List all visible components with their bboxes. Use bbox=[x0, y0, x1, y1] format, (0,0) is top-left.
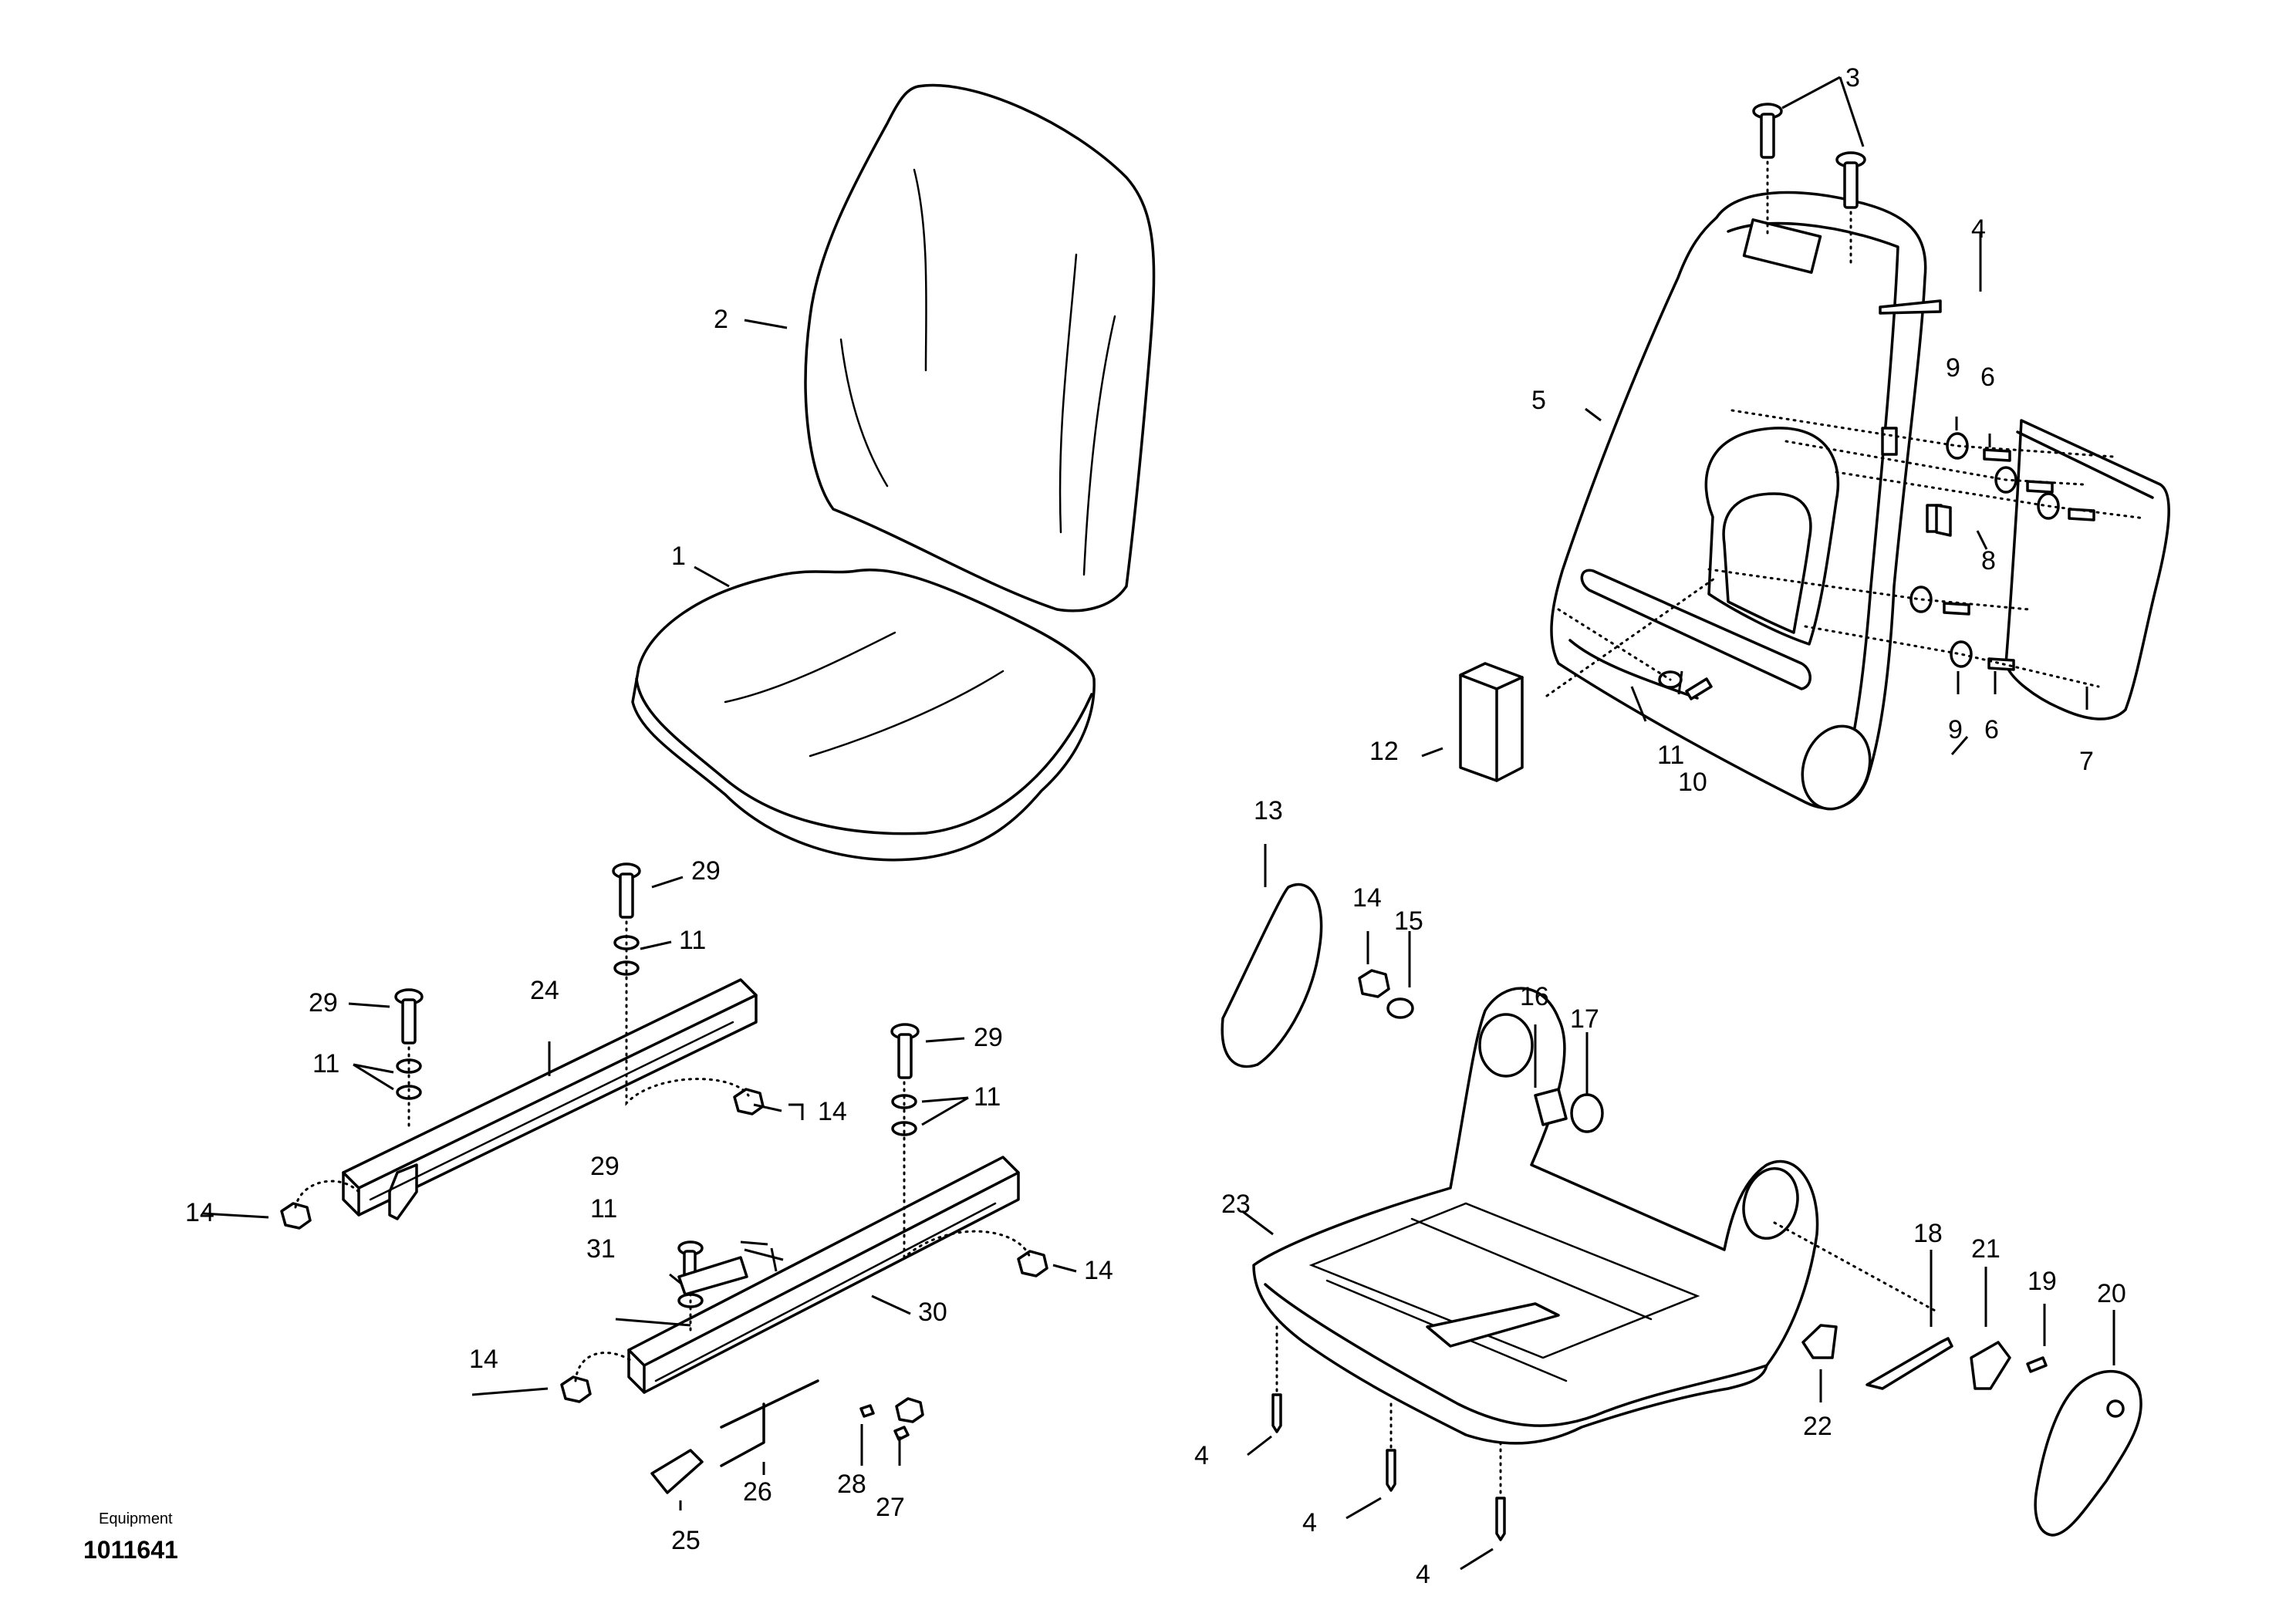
drawing-caption: Equipment 1011641 bbox=[83, 1510, 178, 1564]
callout-25: 25 bbox=[671, 1526, 701, 1555]
caption-category: Equipment bbox=[99, 1510, 173, 1527]
callout-1: 1 bbox=[671, 542, 686, 571]
callout-22: 22 bbox=[1803, 1412, 1832, 1441]
callout-19: 19 bbox=[2028, 1267, 2057, 1296]
callout-30: 30 bbox=[918, 1298, 947, 1327]
slide-rail-upper bbox=[342, 978, 758, 1220]
callout-29: 29 bbox=[590, 1152, 620, 1181]
callout-6: 6 bbox=[1980, 363, 1995, 392]
slide-rail-lower bbox=[627, 1156, 1020, 1394]
seat-frame bbox=[1252, 987, 1819, 1445]
callout-labels: 1 2 3 4 5 6 9 8 7 9 6 11 10 12 13 14 15 … bbox=[185, 63, 2126, 1589]
callout-4: 4 bbox=[1416, 1560, 1430, 1589]
callout-9: 9 bbox=[1946, 353, 1960, 383]
callout-15: 15 bbox=[1394, 906, 1423, 936]
callout-28: 28 bbox=[837, 1470, 866, 1499]
callout-4: 4 bbox=[1194, 1441, 1209, 1470]
backrest-frame bbox=[1550, 191, 1943, 811]
callout-14: 14 bbox=[185, 1198, 214, 1227]
side-cover-right bbox=[2034, 1369, 2142, 1537]
callout-14: 14 bbox=[1084, 1256, 1113, 1285]
callout-29: 29 bbox=[974, 1023, 1003, 1052]
callout-7: 7 bbox=[2079, 747, 2094, 776]
callout-14: 14 bbox=[469, 1345, 498, 1374]
callout-31: 31 bbox=[586, 1234, 616, 1264]
callout-14: 14 bbox=[1352, 883, 1382, 913]
callout-9: 9 bbox=[1948, 715, 1963, 744]
callout-5: 5 bbox=[1531, 386, 1546, 415]
callout-6: 6 bbox=[1984, 715, 1999, 744]
callout-10: 10 bbox=[1678, 768, 1707, 797]
callout-29: 29 bbox=[309, 988, 338, 1018]
callout-4: 4 bbox=[1302, 1508, 1317, 1537]
backrest-cushion bbox=[804, 83, 1156, 613]
side-panel bbox=[2004, 419, 2170, 721]
callout-24: 24 bbox=[530, 976, 559, 1005]
side-cover-left bbox=[1221, 883, 1323, 1068]
foam-block bbox=[1459, 662, 1524, 782]
callout-21: 21 bbox=[1971, 1234, 2001, 1264]
bolt bbox=[394, 862, 920, 1287]
callout-20: 20 bbox=[2097, 1279, 2126, 1308]
leader-lines bbox=[201, 76, 2115, 1571]
callout-29: 29 bbox=[691, 856, 721, 886]
callout-17: 17 bbox=[1570, 1004, 1599, 1034]
callout-14: 14 bbox=[818, 1097, 847, 1126]
callout-11: 11 bbox=[974, 1082, 1001, 1112]
callout-11: 11 bbox=[312, 1049, 339, 1078]
nut bbox=[280, 969, 1390, 1423]
callout-18: 18 bbox=[1913, 1219, 1943, 1248]
callout-3: 3 bbox=[1845, 63, 1860, 93]
callout-26: 26 bbox=[743, 1477, 772, 1507]
callout-11: 11 bbox=[590, 1194, 617, 1223]
callout-13: 13 bbox=[1254, 796, 1283, 825]
assembly-lines bbox=[294, 160, 2146, 1498]
callout-27: 27 bbox=[876, 1493, 905, 1522]
screw bbox=[1271, 299, 1942, 1541]
callout-11: 11 bbox=[679, 926, 706, 955]
callout-2: 2 bbox=[714, 305, 728, 334]
callout-16: 16 bbox=[1520, 982, 1549, 1011]
callout-4: 4 bbox=[1971, 214, 1986, 244]
callout-11: 11 bbox=[1657, 741, 1684, 770]
callout-23: 23 bbox=[1221, 1190, 1251, 1219]
bolt bbox=[1752, 103, 1866, 209]
small-parts bbox=[650, 504, 2048, 1494]
callout-12: 12 bbox=[1369, 737, 1399, 766]
callout-8: 8 bbox=[1981, 546, 1996, 575]
seat-cushion bbox=[631, 568, 1096, 862]
caption-drawing-number: 1011641 bbox=[83, 1536, 178, 1564]
